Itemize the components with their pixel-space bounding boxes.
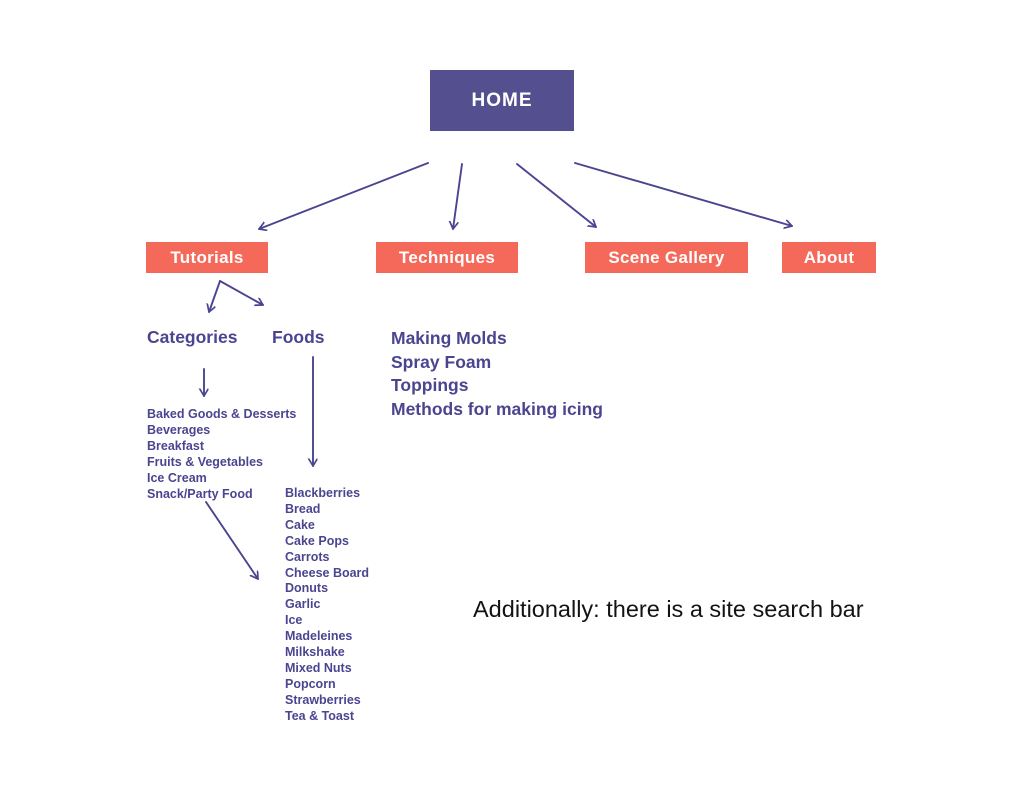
techniques-node: Techniques [376, 242, 518, 273]
list-item: Popcorn [285, 676, 336, 691]
list-item: Garlic [285, 597, 321, 612]
list-item: Spray Foam [391, 351, 492, 372]
list-item: Making Molds [391, 328, 507, 348]
foods-list: Blackberries Bread Cake Cake Pops Carrot… [285, 486, 369, 725]
arrow-categories-list-to-foods-list [205, 501, 259, 580]
arrow-home-to-techniques [453, 163, 463, 230]
list-item: Snack/Party Food [147, 487, 253, 501]
list-item: Ice Cream [147, 471, 207, 485]
list-item: Ice [285, 613, 303, 628]
arrow-tutorials-to-categories [209, 280, 221, 313]
techniques-list: Making Molds Spray Foam Toppings Methods… [391, 327, 603, 422]
arrow-tutorials-to-foods [219, 280, 264, 305]
foods-label: Foods [272, 327, 325, 347]
list-item: Strawberries [285, 692, 361, 707]
list-item: Madeleines [285, 629, 353, 644]
categories-label: Categories [147, 327, 238, 347]
list-item: Beverages [147, 423, 211, 437]
list-item: Methods for making icing [391, 399, 603, 420]
arrow-home-to-tutorials [258, 162, 429, 229]
list-item: Donuts [285, 581, 329, 596]
list-item: Milkshake [285, 645, 345, 660]
list-item: Mixed Nuts [285, 660, 352, 675]
home-node: HOME [430, 70, 574, 131]
scene-gallery-node: Scene Gallery [585, 242, 748, 273]
about-node: About [782, 242, 876, 273]
list-item: Cake [285, 517, 315, 532]
list-item: Bread [285, 501, 321, 516]
list-item: Breakfast [147, 439, 204, 453]
list-item: Fruits & Vegetables [147, 455, 264, 469]
list-item: Baked Goods & Desserts [147, 407, 297, 421]
list-item: Cake Pops [285, 533, 349, 548]
site-search-note: Additionally: there is a site search bar [473, 596, 864, 622]
list-item: Toppings [391, 375, 469, 396]
tutorials-node: Tutorials [146, 242, 268, 273]
list-item: Cheese Board [285, 565, 370, 580]
arrow-home-to-scene-gallery [516, 163, 597, 228]
arrow-home-to-about [574, 162, 793, 226]
list-item: Tea & Toast [285, 708, 354, 723]
list-item: Carrots [285, 549, 330, 564]
list-item: Blackberries [285, 486, 361, 500]
categories-list: Baked Goods & Desserts Beverages Breakfa… [147, 406, 296, 502]
